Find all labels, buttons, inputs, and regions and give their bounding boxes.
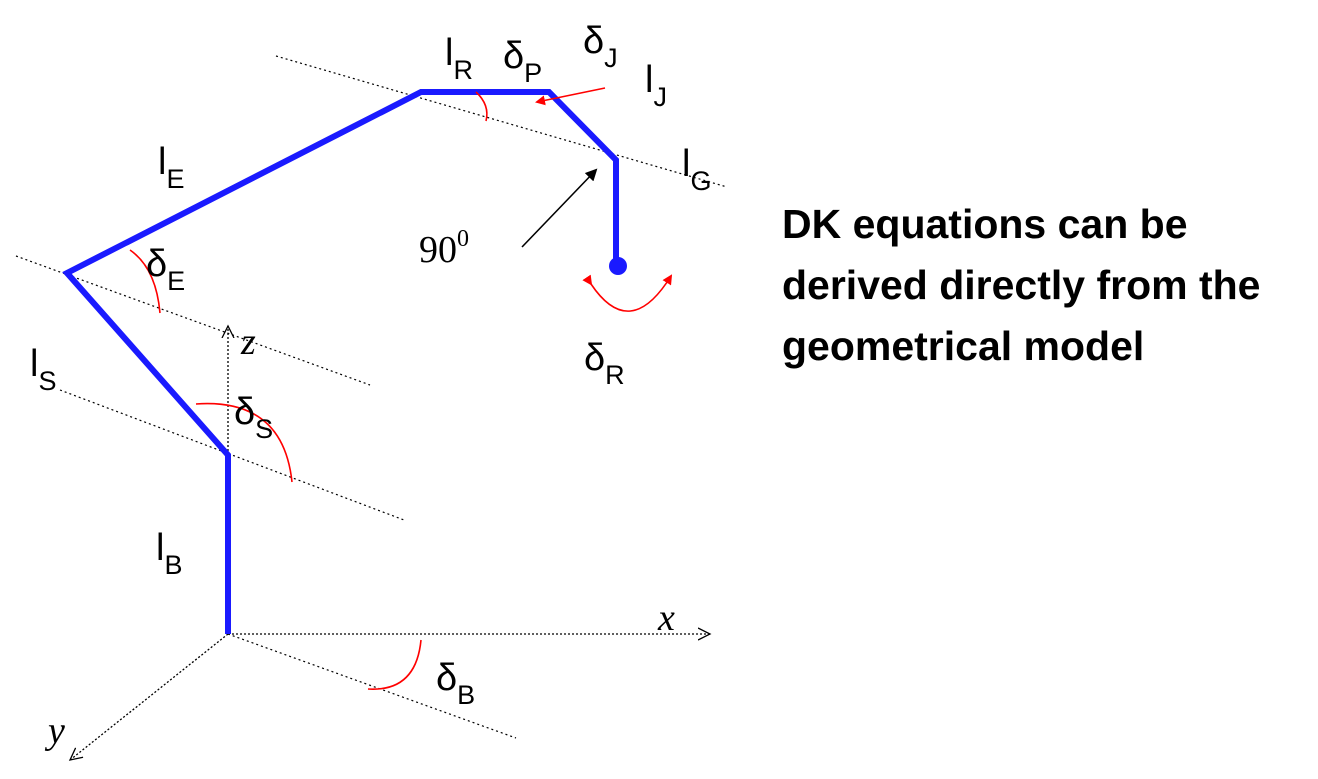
joint-axis-lines: [15, 55, 728, 739]
label-x-axis: x: [657, 597, 675, 639]
pitch-angle-arc: [475, 91, 488, 122]
wrist-joint-axis-line: [275, 55, 728, 188]
label-delta-e: δE: [146, 243, 185, 296]
y-axis-line: [70, 633, 229, 760]
label-delta-j: δJ: [583, 20, 618, 73]
base-joint-axis-line: [227, 633, 517, 739]
coordinate-axes: [70, 326, 710, 760]
gripper-end-point: [609, 257, 627, 275]
label-l-j: lJ: [645, 59, 667, 112]
label-l-b: lB: [156, 527, 182, 580]
label-delta-s: δS: [234, 391, 273, 444]
label-delta-b: δB: [436, 657, 475, 710]
label-delta-p: δP: [503, 35, 542, 88]
caption-text: DK equations can be derived directly fro…: [782, 201, 1261, 369]
label-l-g: lG: [682, 143, 711, 196]
shoulder-joint-axis-line: [59, 389, 405, 521]
base-angle-arc: [367, 639, 422, 690]
right-angle-arrow: [521, 168, 598, 248]
label-delta-r: δR: [584, 337, 625, 390]
shoulder-angle-arc: [195, 402, 293, 483]
label-l-r: lR: [445, 32, 473, 85]
joint-angle-arcs: [129, 87, 673, 690]
roll-angle-arc: [582, 274, 673, 312]
label-y-axis: y: [44, 710, 65, 752]
jaw-angle-arrow: [535, 87, 606, 106]
label-z-axis: z: [240, 321, 256, 363]
elbow-angle-arc: [129, 249, 161, 314]
label-l-s: lS: [30, 343, 56, 396]
label-l-e: lE: [158, 141, 184, 194]
robot-arm-links: [62, 89, 619, 634]
label-right-angle: 900: [419, 226, 469, 271]
